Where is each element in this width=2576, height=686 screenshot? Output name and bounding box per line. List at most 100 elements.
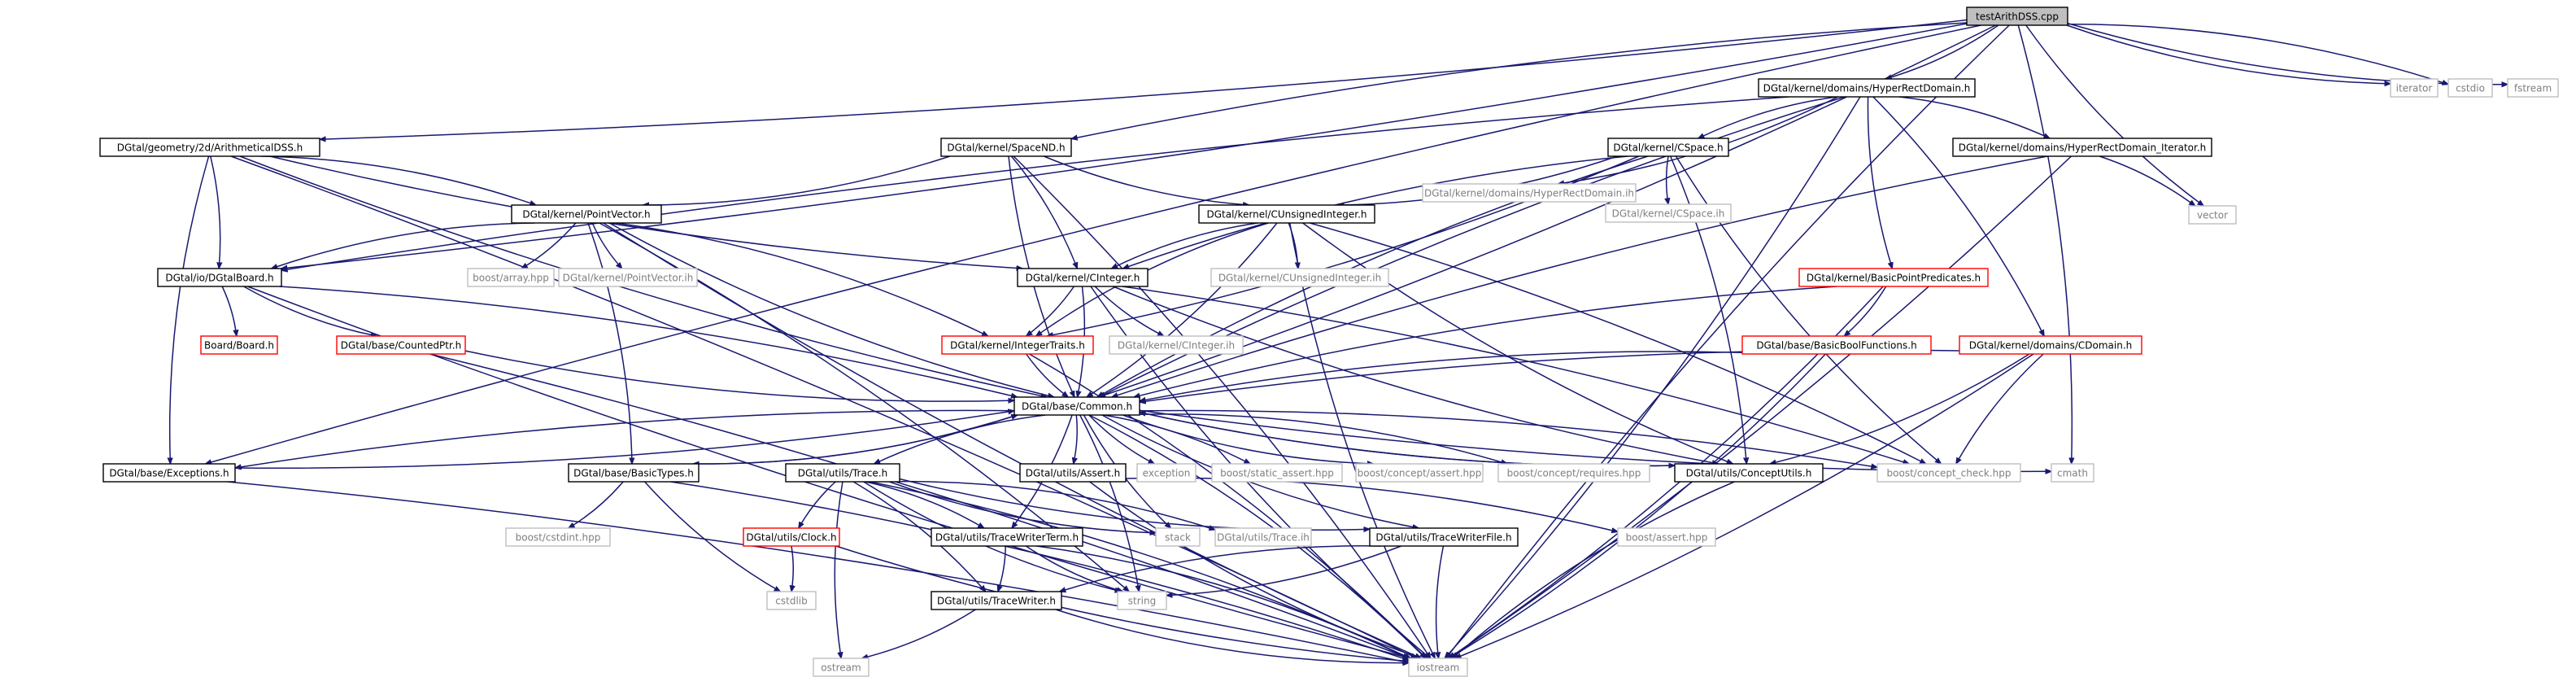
node-bbf[interactable]: DGtal/base/BasicBoolFunctions.h xyxy=(1741,335,1932,355)
node-cstdint: boost/cstdint.hpp xyxy=(505,527,611,547)
node-common[interactable]: DGtal/base/Common.h xyxy=(1013,396,1140,416)
node-exceptions[interactable]: DGtal/base/Exceptions.h xyxy=(102,463,236,483)
node-label: DGtal/io/DGtalBoard.h xyxy=(165,273,273,284)
node-label: stack xyxy=(1165,532,1191,544)
node-box xyxy=(1674,463,1824,483)
node-hrd[interactable]: DGtal/kernel/domains/HyperRectDomain.h xyxy=(1758,78,1976,98)
node-label: DGtal/kernel/PointVector.ih xyxy=(563,273,694,284)
nodes-layer: testArithDSS.cppDGtal/kernel/domains/Hyp… xyxy=(99,7,2559,677)
edge-cuint-to-common xyxy=(1087,222,1278,397)
edge-cuint-to-cuintih xyxy=(1288,222,1297,269)
node-label: vector xyxy=(2197,210,2228,221)
node-staticassert: boost/static_assert.hpp xyxy=(1211,463,1343,483)
node-iostream: iostream xyxy=(1408,658,1468,677)
node-box xyxy=(940,138,1072,157)
node-label: DGtal/kernel/CUnsignedInteger.h xyxy=(1206,209,1366,221)
node-ads[interactable]: DGtal/geometry/2d/ArithmeticalDSS.h xyxy=(99,138,320,157)
edge-common-to-conceptcheck xyxy=(1139,409,1877,468)
edge-trace-to-stack xyxy=(889,481,1156,533)
edge-cspace-to-conceptutils xyxy=(1670,155,1747,464)
node-box xyxy=(2390,78,2439,98)
node-box xyxy=(1422,183,1637,203)
node-clock[interactable]: DGtal/utils/Clock.h xyxy=(743,527,840,547)
edge-exceptions-to-common xyxy=(234,411,1014,470)
node-board[interactable]: Board/Board.h xyxy=(200,335,278,355)
edge-cspace-to-conceptcheck xyxy=(1675,155,1942,464)
node-label: exception xyxy=(1143,468,1191,479)
edge-hrd-to-hrditer xyxy=(1898,96,2050,139)
node-countedptr[interactable]: DGtal/base/CountedPtr.h xyxy=(336,335,466,355)
edge-root-to-cmath xyxy=(2017,24,2072,464)
node-label: string xyxy=(1128,596,1156,607)
edge-spacend-to-pointvector xyxy=(643,155,951,205)
node-label: DGtal/kernel/CInteger.ih xyxy=(1118,340,1235,352)
node-box xyxy=(1198,204,1375,224)
node-label: DGtal/utils/Clock.h xyxy=(746,532,836,544)
node-pointvector[interactable]: DGtal/kernel/PointVector.h xyxy=(511,204,662,224)
node-vector: vector xyxy=(2188,205,2237,225)
node-boostarray: boost/array.hpp xyxy=(467,268,555,287)
node-trace[interactable]: DGtal/utils/Trace.h xyxy=(785,463,900,483)
node-box xyxy=(1109,335,1244,355)
node-tracewriter[interactable]: DGtal/utils/TraceWriter.h xyxy=(931,591,1062,610)
node-box xyxy=(1617,527,1716,547)
edge-twfile-to-string xyxy=(1166,545,1401,596)
node-box xyxy=(1211,463,1343,483)
node-box xyxy=(1210,268,1389,287)
edge-root-to-exceptions xyxy=(206,24,1981,464)
edge-inttraits-to-common xyxy=(1026,353,1069,397)
node-label: DGtal/kernel/PointVector.h xyxy=(522,209,650,221)
node-twfile[interactable]: DGtal/utils/TraceWriterFile.h xyxy=(1369,527,1519,547)
node-cspace[interactable]: DGtal/kernel/CSpace.h xyxy=(1607,138,1729,157)
edge-clock-to-iostream xyxy=(835,545,1409,662)
node-fstream: fstream xyxy=(2507,78,2559,98)
node-cspaceih: DGtal/kernel/CSpace.ih xyxy=(1605,203,1732,223)
node-twterm[interactable]: DGtal/utils/TraceWriterTerm.h xyxy=(931,527,1083,547)
node-conceptassert: boost/concept/assert.hpp xyxy=(1355,463,1484,483)
edge-hrditer-to-iostream xyxy=(1449,155,2072,658)
node-cinteger[interactable]: DGtal/kernel/CInteger.h xyxy=(1017,268,1149,287)
node-spacend[interactable]: DGtal/kernel/SpaceND.h xyxy=(940,138,1072,157)
edge-twfile-to-iostream xyxy=(1436,545,1445,658)
edge-cdomain-to-conceptcheck xyxy=(1956,353,2044,464)
node-label: fstream xyxy=(2514,83,2552,94)
node-label: DGtal/utils/Trace.h xyxy=(798,468,888,479)
edge-basictypes-to-iostream xyxy=(670,481,1410,660)
node-label: DGtal/kernel/IntegerTraits.h xyxy=(950,340,1085,352)
node-dgboard[interactable]: DGtal/io/DGtalBoard.h xyxy=(157,268,282,287)
edge-basictypes-to-cstdlib xyxy=(644,481,781,592)
edge-ads-to-cinteger xyxy=(269,155,1022,269)
node-conceptutils[interactable]: DGtal/utils/ConceptUtils.h xyxy=(1674,463,1824,483)
edge-cuint-to-conceptutils xyxy=(1302,222,1733,465)
node-bpp[interactable]: DGtal/kernel/BasicPointPredicates.h xyxy=(1798,268,1989,287)
node-label: DGtal/utils/ConceptUtils.h xyxy=(1686,468,1812,479)
node-iterator: iterator xyxy=(2390,78,2439,98)
edge-twterm-to-tracewriter xyxy=(998,545,1006,592)
node-box xyxy=(1369,527,1519,547)
node-box xyxy=(1758,78,1976,98)
node-box xyxy=(1497,463,1650,483)
edge-assert-to-boostassert xyxy=(1125,477,1618,531)
node-basictypes[interactable]: DGtal/base/BasicTypes.h xyxy=(568,463,700,483)
node-label: DGtal/kernel/BasicPointPredicates.h xyxy=(1807,273,1981,284)
node-box xyxy=(2188,205,2237,225)
node-root[interactable]: testArithDSS.cpp xyxy=(1966,7,2068,26)
edge-common-to-basictypes xyxy=(693,414,1018,464)
node-box xyxy=(1605,203,1732,223)
edge-cspace-to-cspaceih xyxy=(1667,155,1668,204)
node-cdomain[interactable]: DGtal/kernel/domains/CDomain.h xyxy=(1959,335,2142,355)
edge-common-to-string xyxy=(1079,414,1140,592)
node-box xyxy=(467,268,555,287)
node-box xyxy=(813,658,870,677)
node-assert[interactable]: DGtal/utils/Assert.h xyxy=(1019,463,1127,483)
edge-ads-to-pointvector xyxy=(260,155,536,205)
node-box xyxy=(1959,335,2142,355)
edge-bpp-to-common xyxy=(1134,286,1837,397)
node-inttraits[interactable]: DGtal/kernel/IntegerTraits.h xyxy=(941,335,1094,355)
node-hrditer[interactable]: DGtal/kernel/domains/HyperRectDomain_Ite… xyxy=(1952,138,2212,157)
edges-layer xyxy=(170,19,2508,663)
node-cuint[interactable]: DGtal/kernel/CUnsignedInteger.h xyxy=(1198,204,1375,224)
node-cuintih: DGtal/kernel/CUnsignedInteger.ih xyxy=(1210,268,1389,287)
node-label: DGtal/utils/TraceWriter.h xyxy=(937,596,1056,607)
